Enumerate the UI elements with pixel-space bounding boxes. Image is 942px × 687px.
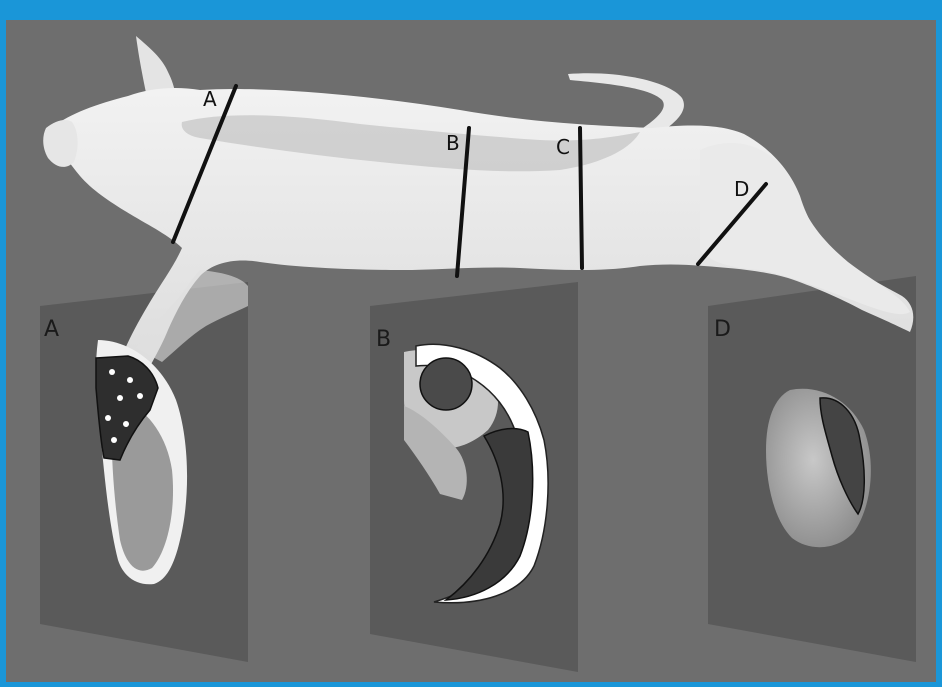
panel-label-a: A bbox=[44, 317, 59, 342]
cut-label-c: C bbox=[556, 135, 570, 159]
section-a-fat-fleck bbox=[105, 415, 111, 421]
cut-line-c bbox=[580, 128, 582, 268]
section-a-fat-fleck bbox=[111, 437, 117, 443]
section-a-fat-fleck bbox=[123, 421, 129, 427]
section-a-fat-fleck bbox=[117, 395, 123, 401]
section-a-fat-fleck bbox=[127, 377, 133, 383]
cut-label-b: B bbox=[446, 131, 460, 155]
section-b-spinal-cavity bbox=[420, 358, 472, 410]
panel-label-b: B bbox=[376, 327, 391, 352]
cut-label-a: A bbox=[203, 87, 217, 111]
cut-label-d: D bbox=[734, 177, 749, 201]
panel-label-d: D bbox=[714, 317, 731, 342]
section-a-fat-fleck bbox=[137, 393, 143, 399]
section-a-fat-fleck bbox=[109, 369, 115, 375]
